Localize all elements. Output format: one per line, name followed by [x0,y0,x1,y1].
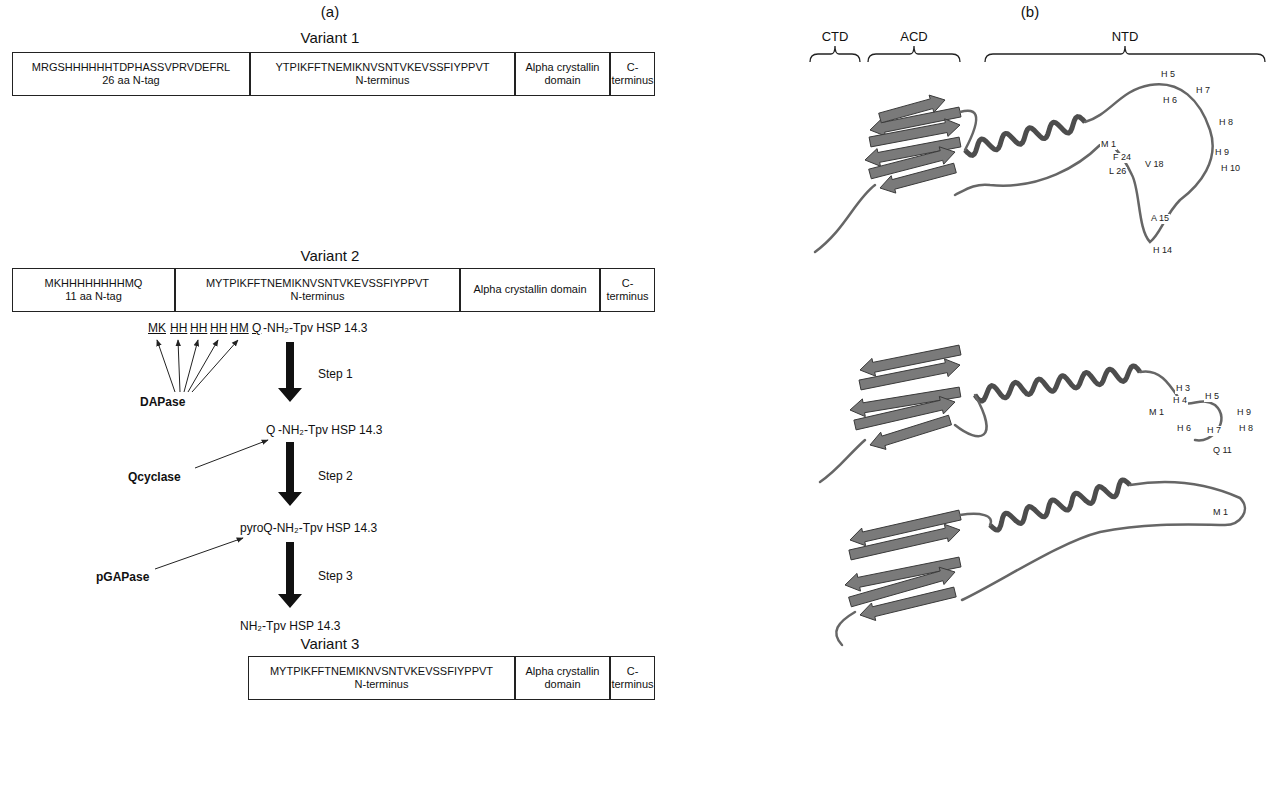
cell-text: C-terminus [604,277,651,303]
text-label: Variant 2 [301,248,360,265]
sequence-cell: MRGSHHHHHHTDPHASSVPRVDEFRL26 aa N-tag [12,52,250,96]
text-label: Step 3 [318,570,353,583]
text-label: HH [170,322,187,335]
residue-label: H 5 [1204,392,1220,402]
cell-text: MKHHHHHHHHMQ [45,277,143,290]
sequence-cell: MYTPIKFFTNEMIKNVSNTVKEVSSFIYPPVTN-termin… [248,656,515,700]
residue-label: F 24 [1112,153,1132,163]
text-label: (a) [321,4,339,21]
sequence-cell: Alpha crystallin domain [515,52,610,96]
residue-label: H 9 [1214,148,1230,158]
sequence-cell: C-terminus [610,656,655,700]
cell-text: C-terminus [611,61,653,87]
residue-label: H 8 [1238,424,1254,434]
sequence-cell: Alpha crystallin domain [515,656,610,700]
text-label: -NH₂-Tpv HSP 14.3 [263,322,367,335]
text-label: Q [252,322,261,335]
loops [815,84,1245,645]
sequence-cell: Alpha crystallin domain [460,268,600,312]
text-label: Variant 1 [301,30,360,47]
text-label: Step 1 [318,368,353,381]
residue-label: A 15 [1150,214,1170,224]
step-arrows [278,342,302,608]
text-label: (b) [1021,4,1039,21]
cell-text: 26 aa N-tag [102,74,159,87]
residue-label: H 7 [1206,426,1222,436]
cell-text: Alpha crystallin domain [473,283,586,296]
beta-strand [859,359,960,390]
cell-text: N-terminus [355,678,409,691]
enzyme-name: pGAPase [96,571,149,584]
text-label: HM [230,322,249,335]
text-label: NTD [1112,30,1139,44]
beta-strand [860,587,956,620]
alpha-helix [990,480,1130,530]
text-label: Q [266,424,275,437]
residue-label: H 10 [1220,164,1241,174]
beta-strand [849,524,960,560]
cell-text: YTPIKFFTNEMIKNVSNTVKEVSSFIYPPVT [276,61,490,74]
cell-text: MYTPIKFFTNEMIKNVSNTVKEVSSFIYPPVT [206,277,429,290]
residue-label: M 1 [1100,140,1117,150]
residue-label: H 14 [1152,246,1173,256]
residue-label: H 3 [1175,384,1191,394]
text-label: HH [190,322,207,335]
text-label: NH₂-Tpv HSP 14.3 [240,620,340,633]
domain-braces [810,46,1265,62]
cell-text: N-terminus [291,290,345,303]
text-label: pyroQ-NH₂-Tpv HSP 14.3 [240,522,377,535]
residue-label: H 8 [1218,118,1234,128]
alpha-helix [965,117,1085,156]
sequence-cell: MYTPIKFFTNEMIKNVSNTVKEVSSFIYPPVTN-termin… [175,268,460,312]
cell-text: Alpha crystallin domain [519,665,606,691]
cell-text: 11 aa N-tag [65,290,122,303]
residue-label: H 6 [1162,96,1178,106]
cell-text: Alpha crystallin domain [519,61,606,87]
text-label: Step 2 [318,470,353,483]
beta-strand [870,415,952,449]
sequence-cell: MKHHHHHHHHMQ11 aa N-tag [12,268,175,312]
cell-text: C-terminus [611,665,653,691]
residue-label: V 18 [1144,160,1165,170]
residue-label: M 1 [1212,508,1229,518]
residue-label: M 1 [1148,408,1165,418]
enzyme-name: Qcyclase [128,471,181,484]
residue-label: Q 11 [1212,446,1233,456]
residue-label: L 26 [1108,167,1127,177]
sequence-cell: C-terminus [600,268,655,312]
residue-label: H 4 [1172,396,1188,406]
protein-ribbons [845,95,1140,620]
text-label: HH [210,322,227,335]
sequence-cell: C-terminus [610,52,655,96]
beta-strand [880,163,956,193]
beta-strand [879,95,945,123]
text-label: MK [148,322,166,335]
residue-label: H 9 [1236,408,1252,418]
cell-text: MRGSHHHHHHTDPHASSVPRVDEFRL [32,61,230,74]
enzyme-name: DAPase [140,396,185,409]
sequence-cell: YTPIKFFTNEMIKNVSNTVKEVSSFIYPPVTN-terminu… [250,52,515,96]
text-label: ACD [900,30,927,44]
cell-text: N-terminus [356,74,410,87]
residue-label: H 6 [1176,424,1192,434]
alpha-helix [975,366,1140,401]
residue-label: H 7 [1195,86,1211,96]
residue-label: H 5 [1160,70,1176,80]
text-label: CTD [822,30,849,44]
cell-text: MYTPIKFFTNEMIKNVSNTVKEVSSFIYPPVT [270,665,493,678]
text-label: Variant 3 [301,636,360,653]
text-label: -NH₂-Tpv HSP 14.3 [278,424,382,437]
